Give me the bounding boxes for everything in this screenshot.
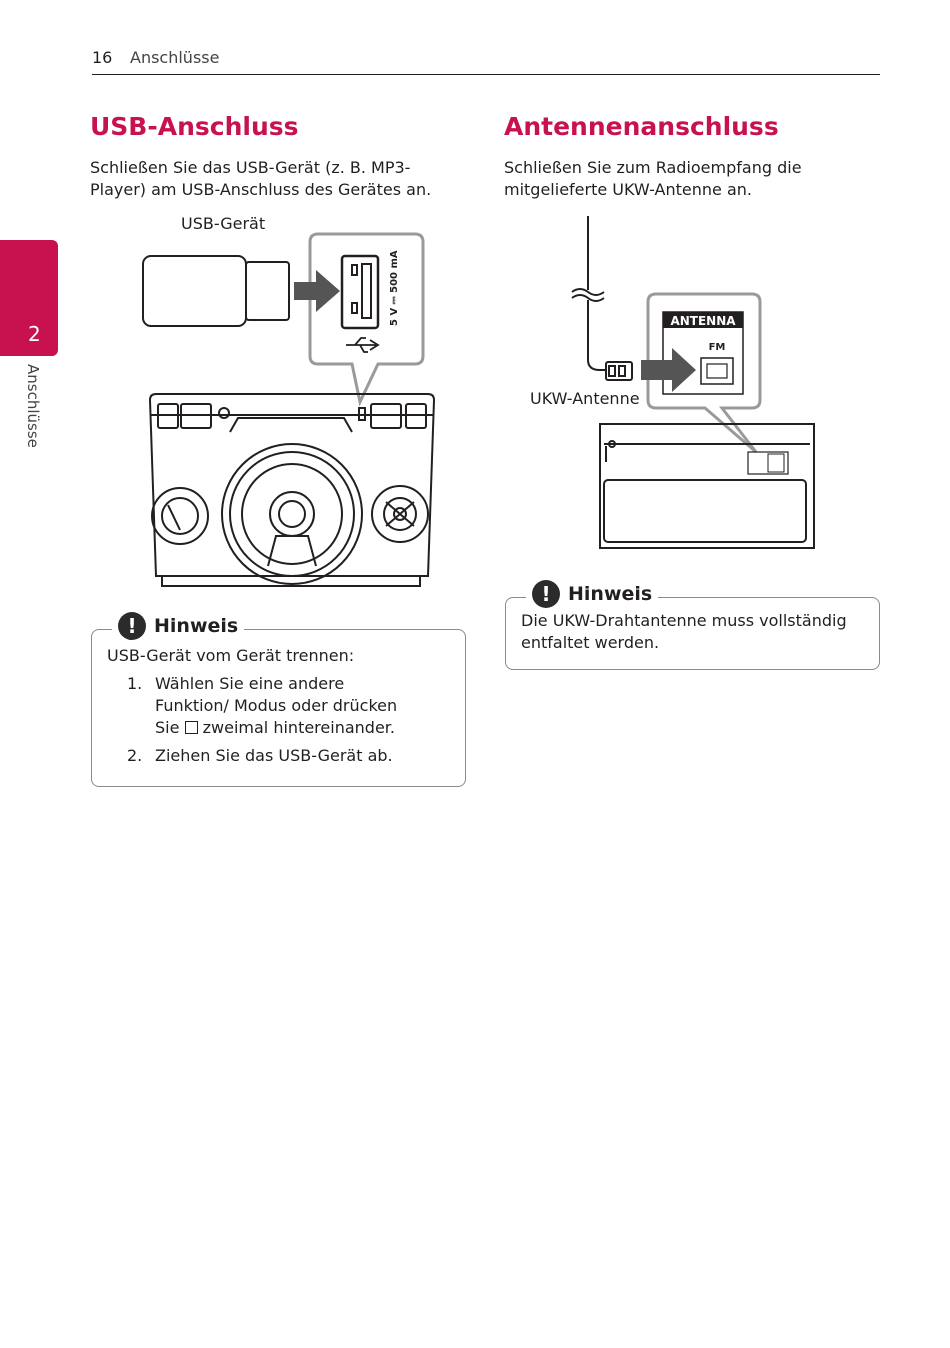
antenna-panel-fm: FM: [709, 342, 726, 353]
usb-connection-illustration: 5 V ⎓ 500 mA: [142, 232, 436, 587]
stop-icon: [184, 721, 198, 734]
tweeter-right: [371, 485, 429, 543]
usb-note-body: USB-Gerät vom Gerät trennen: 1. Wählen S…: [107, 645, 457, 767]
antenna-insert-arrow: [641, 348, 696, 392]
warning-icon: !: [532, 580, 560, 608]
antenna-heading: Antennenanschluss: [504, 112, 779, 141]
usb-note-steps: 1. Wählen Sie eine andere Funktion/ Modu…: [107, 673, 457, 767]
usb-port-rating: 5 V ⎓ 500 mA: [389, 250, 400, 326]
antenna-plug: [605, 361, 633, 381]
usb-stick-plug: [245, 261, 290, 321]
usb-note-title: Hinweis: [154, 615, 239, 637]
usb-callout: [308, 232, 425, 407]
list-item-number: 1.: [127, 674, 143, 693]
usb-note-box: [91, 629, 466, 787]
antenna-callout: [646, 292, 762, 454]
list-item-text: Ziehen Sie das USB-Gerät ab.: [155, 746, 393, 765]
antenna-panel-label: ANTENNA: [670, 314, 736, 328]
list-item-text: Wählen Sie eine andere Funktion/ Modus o…: [155, 674, 398, 737]
antenna-note-title: Hinweis: [568, 583, 653, 605]
antenna-note-box: [505, 597, 880, 670]
header-section-title: Anschlüsse: [130, 48, 220, 67]
antenna-caption: UKW-Antenne: [530, 389, 640, 408]
list-item-number: 2.: [127, 746, 143, 765]
usb-port: [340, 254, 380, 330]
usb-insert-arrow: [294, 270, 340, 312]
antenna-wire: [587, 216, 606, 371]
chapter-number: 2: [28, 322, 41, 346]
antenna-note-header: ! Hinweis: [526, 580, 659, 608]
usb-note-intro: USB-Gerät vom Gerät trennen:: [107, 646, 355, 665]
chapter-tab: [0, 240, 58, 356]
list-item-text-end: zweimal hintereinander.: [202, 718, 395, 737]
antenna-note-text: Die UKW-Drahtantenne muss vollständig en…: [521, 611, 847, 652]
usb-device-caption: USB-Gerät: [181, 214, 266, 233]
header-rule: [92, 74, 880, 75]
woofer-outer: [221, 443, 363, 585]
usb-heading: USB-Anschluss: [90, 112, 299, 141]
usb-stick-body: [142, 255, 247, 327]
fm-socket: [700, 357, 734, 385]
list-item: 2. Ziehen Sie das USB-Gerät ab.: [107, 745, 457, 767]
usb-intro: Schließen Sie das USB-Gerät (z. B. MP3-P…: [90, 158, 432, 199]
page-number: 16: [92, 48, 113, 67]
speaker-body: [148, 393, 436, 577]
antenna-intro: Schließen Sie zum Radioempfang die mitge…: [504, 158, 802, 199]
warning-icon: !: [118, 612, 146, 640]
bass-port-left: [151, 487, 209, 545]
usb-note-header: ! Hinweis: [112, 612, 245, 640]
unit-rear-body: [599, 423, 815, 549]
chapter-label: Anschlüsse: [24, 364, 42, 448]
list-item: 1. Wählen Sie eine andere Funktion/ Modu…: [107, 673, 457, 739]
antenna-connection-illustration: ANTENNA FM: [571, 216, 815, 549]
